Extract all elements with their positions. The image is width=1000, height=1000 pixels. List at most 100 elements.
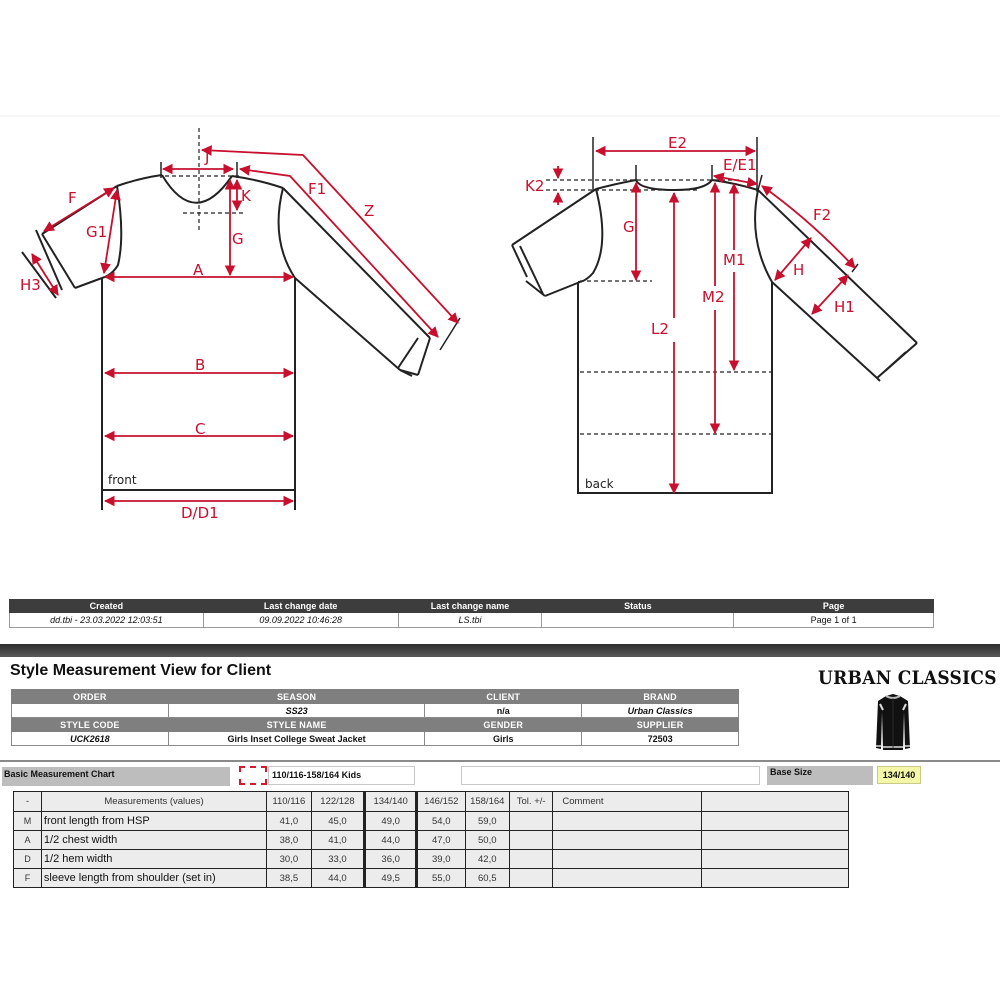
style-code-header: STYLE CODE <box>11 717 169 732</box>
page-value: Page 1 of 1 <box>733 612 934 628</box>
top-blank-area <box>0 0 1000 115</box>
label-G-back: G <box>623 218 635 236</box>
value-122-128: 33,0 <box>310 849 366 869</box>
label-H: H <box>793 261 804 279</box>
season-value: SS23 <box>167 703 426 718</box>
style-code-value: UCK2618 <box>11 731 169 746</box>
comment-cell <box>552 811 703 831</box>
col-comment: Comment <box>552 791 703 812</box>
value-146-152: 47,0 <box>414 830 466 850</box>
supplier-value: 72503 <box>581 731 739 746</box>
label-M1: M1 <box>723 251 746 269</box>
base-size-label: Base Size <box>767 766 873 785</box>
created-value: dd.tbi - 23.03.2022 12:03:51 <box>9 612 204 628</box>
row-description: sleeve length from shoulder (set in) <box>40 868 268 888</box>
col-size-122-128: 122/128 <box>310 791 366 812</box>
client-value: n/a <box>424 703 583 718</box>
last-change-name-header: Last change name <box>397 599 543 613</box>
size-range-field: 110/116-158/164 Kids <box>268 766 415 785</box>
label-G1: G1 <box>86 223 107 241</box>
client-header: CLIENT <box>424 689 583 704</box>
value-122-128: 44,0 <box>310 868 366 888</box>
row-code: A <box>13 830 42 850</box>
brand-header: BRAND <box>581 689 739 704</box>
front-guide-lines <box>165 128 243 232</box>
value-134-140: 49,0 <box>363 811 417 831</box>
top-divider <box>0 115 1000 117</box>
table-row: F sleeve length from shoulder (set in) 3… <box>13 868 849 888</box>
extra-cell <box>701 868 849 888</box>
label-C: C <box>195 420 205 438</box>
row-description: 1/2 hem width <box>40 849 268 869</box>
jacket-thumbnail-icon <box>876 694 910 750</box>
order-header: ORDER <box>11 689 169 704</box>
label-E-E1: E/E1 <box>723 156 757 174</box>
label-F2: F2 <box>813 206 831 224</box>
gender-value: Girls <box>424 731 583 746</box>
value-158-164: 42,0 <box>464 849 510 869</box>
status-value <box>541 612 735 628</box>
value-146-152: 39,0 <box>414 849 466 869</box>
comment-cell <box>552 849 703 869</box>
last-change-date-header: Last change date <box>202 599 399 613</box>
label-E2: E2 <box>668 134 687 152</box>
last-change-date-value: 09.09.2022 10:46:28 <box>202 612 399 628</box>
brand-logo: URBAN CLASSICS <box>818 667 997 690</box>
extra-cell <box>701 849 849 869</box>
page-header: Page <box>733 599 934 613</box>
col-size-146-152: 146/152 <box>414 791 466 812</box>
table-row: A 1/2 chest width 38,0 41,0 44,0 47,0 50… <box>13 830 849 850</box>
supplier-header: SUPPLIER <box>581 717 739 732</box>
front-view-label: front <box>108 473 137 487</box>
comment-cell <box>552 868 703 888</box>
value-146-152: 55,0 <box>414 868 466 888</box>
style-name-value: Girls Inset College Sweat Jacket <box>167 731 426 746</box>
value-146-152: 54,0 <box>414 811 466 831</box>
season-header: SEASON <box>167 689 426 704</box>
value-134-140: 44,0 <box>363 830 417 850</box>
value-122-128: 45,0 <box>310 811 366 831</box>
col-size-158-164: 158/164 <box>464 791 510 812</box>
col-code: - <box>13 791 42 812</box>
col-extra <box>701 791 849 812</box>
size-range-marker <box>239 766 267 785</box>
last-change-name-value: LS.tbi <box>397 612 543 628</box>
label-H1: H1 <box>834 298 855 316</box>
label-D-D1: D/D1 <box>181 504 219 522</box>
row-code: F <box>13 868 42 888</box>
section-divider-bar <box>0 644 1000 657</box>
style-name-header: STYLE NAME <box>167 717 426 732</box>
value-110-116: 41,0 <box>266 811 312 831</box>
value-158-164: 59,0 <box>464 811 510 831</box>
value-134-140: 49,5 <box>363 868 417 888</box>
value-110-116: 38,0 <box>266 830 312 850</box>
tolerance-cell <box>508 849 554 869</box>
value-158-164: 60,5 <box>464 868 510 888</box>
label-F1: F1 <box>308 180 326 198</box>
brand-value: Urban Classics <box>581 703 739 718</box>
table-row: M front length from HSP 41,0 45,0 49,0 5… <box>13 811 849 831</box>
measurement-diagram: J F F1 Z K G1 G H3 A B C D/D1 front <box>0 118 1000 528</box>
page-title: Style Measurement View for Client <box>10 662 272 679</box>
extra-cell <box>701 830 849 850</box>
basic-measurement-chart-label: Basic Measurement Chart <box>2 767 230 786</box>
tolerance-cell <box>508 830 554 850</box>
created-header: Created <box>9 599 204 613</box>
col-size-134-140: 134/140 <box>363 791 417 812</box>
comment-cell <box>552 830 703 850</box>
row-description: 1/2 chest width <box>40 830 268 850</box>
row-code: D <box>13 849 42 869</box>
gender-header: GENDER <box>424 717 583 732</box>
base-size-value: 134/140 <box>877 766 921 784</box>
style-info-table: ORDER SEASON CLIENT BRAND SS23 n/a Urban… <box>11 689 739 746</box>
label-F: F <box>68 189 77 207</box>
row-description: front length from HSP <box>40 811 268 831</box>
order-value <box>11 703 169 718</box>
value-122-128: 41,0 <box>310 830 366 850</box>
table-header-row: - Measurements (values) 110/116 122/128 … <box>13 791 849 812</box>
col-measurements: Measurements (values) <box>40 791 268 812</box>
label-J: J <box>204 148 209 166</box>
value-158-164: 50,0 <box>464 830 510 850</box>
tolerance-cell <box>508 868 554 888</box>
col-size-110-116: 110/116 <box>266 791 312 812</box>
